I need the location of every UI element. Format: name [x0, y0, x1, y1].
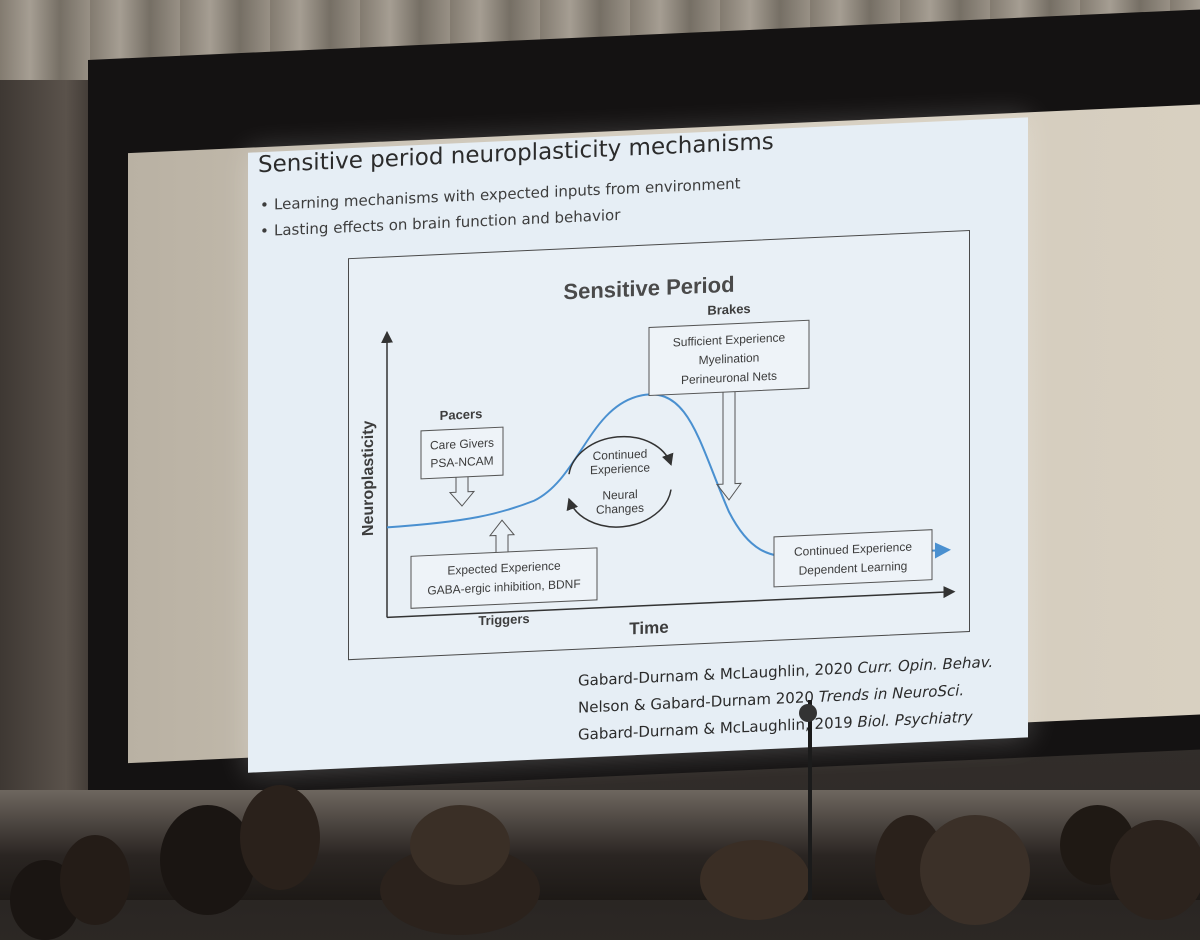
audience-head [160, 805, 255, 915]
bullet-dot-icon: • [260, 195, 269, 215]
audience-head [920, 815, 1030, 925]
microphone-icon [799, 704, 817, 722]
citation-journal: Curr. Opin. Behav. [857, 652, 994, 678]
x-axis-label: Time [629, 618, 668, 639]
triggers-up-arrow-icon [488, 519, 516, 553]
x-axis [387, 586, 956, 619]
cycle-bottom-line: Changes [596, 501, 644, 517]
pacers-line: Care Givers [430, 436, 494, 453]
citation-journal: Biol. Psychiatry [857, 707, 973, 732]
pacers-line: PSA-NCAM [430, 454, 493, 471]
microphone-stand [808, 700, 812, 900]
citation-journal: Trends in NeuroSci. [818, 681, 965, 706]
cycle-bottom-line: Neural [602, 487, 637, 503]
brakes-down-arrow-icon [716, 391, 742, 501]
cycle-arrow-top-icon [568, 435, 674, 475]
cycle-top-line: Continued [593, 447, 648, 463]
brakes-line: Myelination [699, 351, 760, 368]
triggers-box [410, 547, 598, 609]
sensitive-period-diagram: Sensitive Period Neuroplasticity Time Cu… [360, 272, 956, 653]
bullet-list: •Learning mechanisms with expected input… [260, 174, 741, 248]
triggers-line: GABA-ergic inhibition, BDNF [427, 577, 580, 598]
citations: Gabard-Durnam & McLaughlin, 2020 Curr. O… [578, 649, 993, 749]
plasticity-curve [386, 393, 951, 559]
audience-head [700, 840, 810, 920]
end-box [773, 529, 933, 588]
audience-head [1110, 820, 1200, 920]
triggers-line: Expected Experience [447, 559, 561, 578]
slide: Sensitive period neuroplasticity mechani… [248, 117, 1028, 773]
brakes-heading: Brakes [707, 301, 750, 318]
pacers-box [420, 426, 504, 480]
end-box-line: Dependent Learning [799, 559, 908, 578]
pacers-down-arrow-icon [448, 476, 476, 507]
audience-head [60, 835, 130, 925]
brakes-line: Perineuronal Nets [681, 369, 777, 387]
bullet-dot-icon: • [260, 221, 269, 241]
brakes-box [648, 319, 810, 397]
audience-head [410, 805, 510, 885]
projector-screen: Sensitive period neuroplasticity mechani… [88, 9, 1200, 800]
end-box-line: Continued Experience [794, 540, 912, 559]
figure-source: Current Opinion in Behavioral Sciences [780, 634, 954, 653]
brakes-line: Sufficient Experience [673, 330, 786, 349]
pacers-heading: Pacers [440, 406, 483, 423]
cycle-arrow-bottom-icon [566, 489, 672, 528]
triggers-heading: Triggers [478, 611, 529, 628]
figure-box: Sensitive Period Neuroplasticity Time Cu… [348, 229, 970, 661]
audience-head [240, 785, 320, 890]
y-axis-label: Neuroplasticity [360, 420, 377, 536]
cycle-top-line: Experience [590, 460, 650, 477]
figure-title: Sensitive Period [563, 272, 734, 305]
audience-area [0, 785, 1200, 940]
